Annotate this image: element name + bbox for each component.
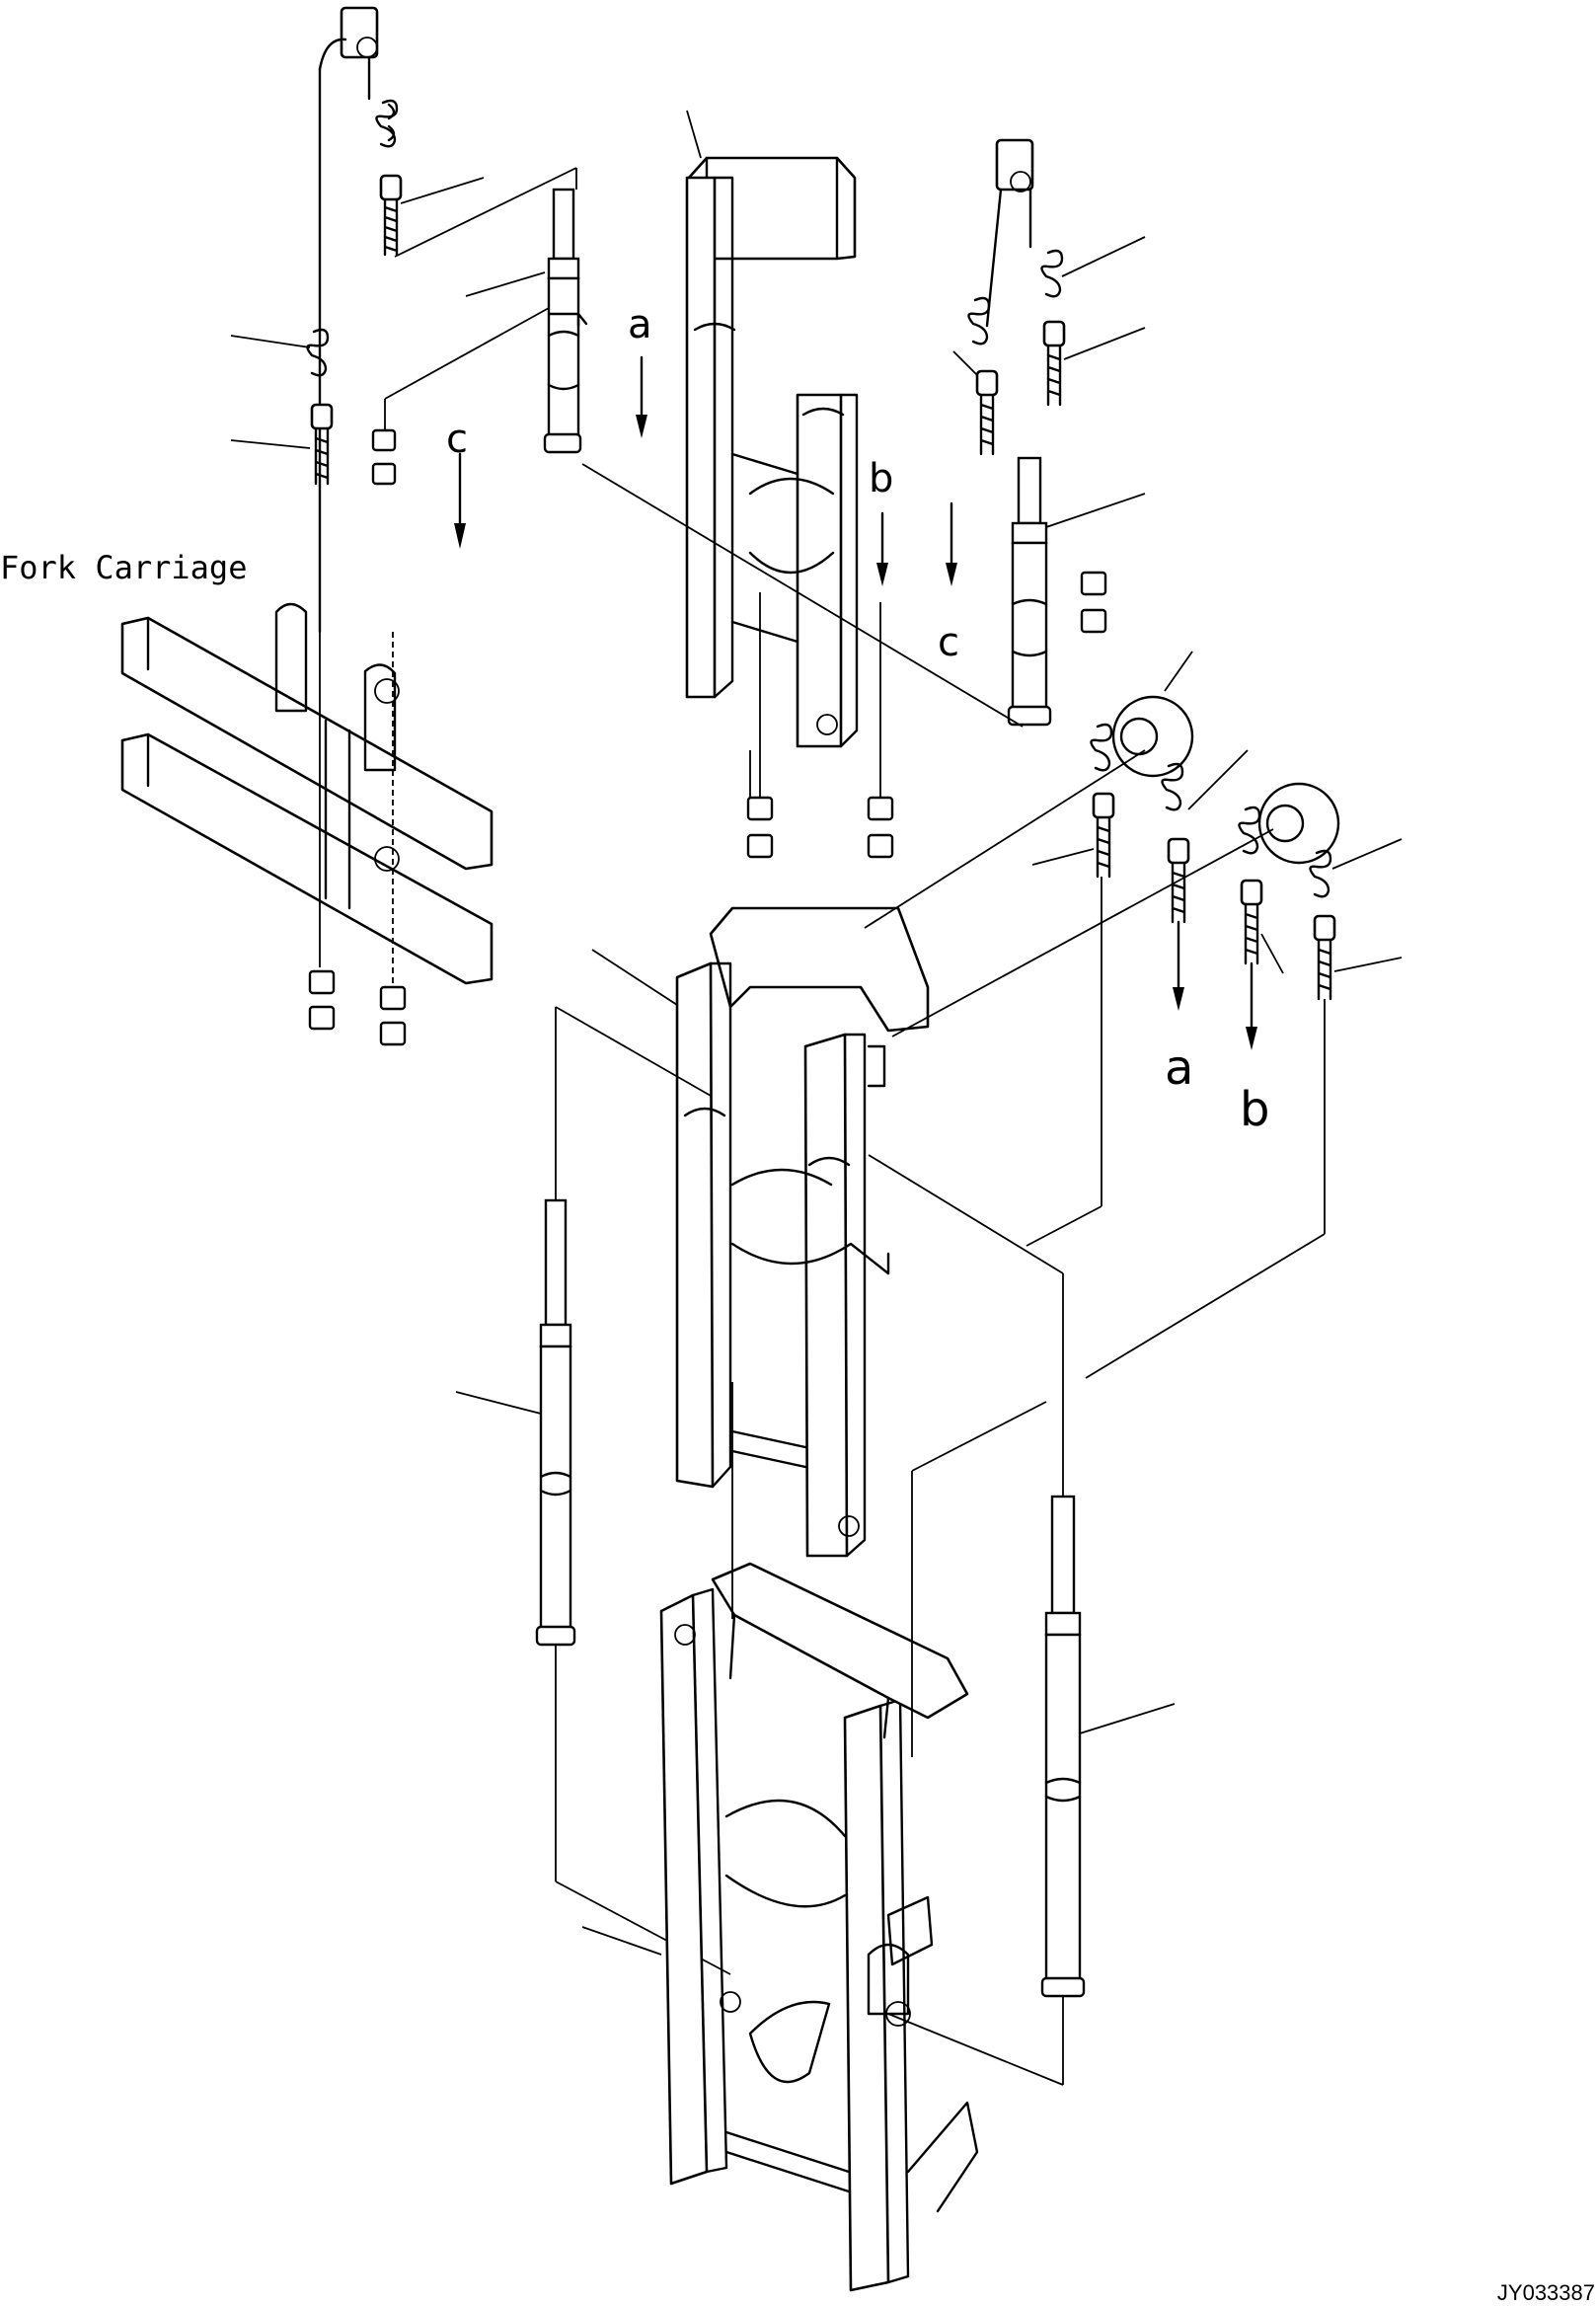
left-mid-chain-link: [230, 328, 330, 377]
right-top-anchor-bolt-2: [952, 350, 999, 456]
right-top-anchor-bolt-1: [1042, 320, 1146, 407]
arrow-a-bottom: a: [1165, 920, 1193, 1096]
right-sheave-2: [1257, 782, 1340, 865]
left-free-lift-cylinder: [394, 167, 588, 454]
right-free-lift-cylinder: [1007, 456, 1146, 727]
fork-carriage: [120, 602, 494, 987]
arrow-c-left: c: [446, 417, 468, 549]
assembly-guide-lines: [581, 463, 1326, 1379]
outer-mast: [581, 1382, 1047, 2292]
arrow-a-top: a: [628, 302, 652, 438]
arrow-b-bottom: b: [1240, 961, 1269, 1137]
right-chain-links: [1090, 723, 1403, 898]
fork-carriage-label: Fork Carriage: [0, 549, 247, 586]
left-top-chain-link: [375, 99, 399, 148]
label-c-right: c: [938, 620, 959, 665]
left-main-lift-cylinder: [455, 1006, 731, 1975]
carriage-nuts: [308, 969, 407, 1046]
label-b-bottom: b: [1240, 1082, 1269, 1137]
right-top-chain-link-1: [1040, 236, 1146, 298]
right-chain-anchor-bolts: [1031, 792, 1403, 1001]
right-top-pulley-assembly: [985, 138, 1034, 328]
inner-mast-nuts: [746, 592, 894, 859]
left-top-anchor-bolt: [379, 174, 485, 257]
label-c-left: c: [446, 417, 468, 462]
left-mid-anchor-bolt: [230, 403, 334, 486]
right-sheave-1: [1111, 651, 1194, 778]
inner-mast-upper: [685, 110, 859, 748]
right-main-lift-cylinder: [868, 1154, 1176, 2086]
drawing-id: JY033387: [1497, 2280, 1595, 2305]
left-washer-nuts: [371, 307, 550, 486]
middle-mast: [591, 906, 930, 1558]
arrow-c-right: c: [938, 501, 959, 665]
label-a-top: a: [628, 302, 652, 347]
right-washer-nuts: [1080, 571, 1107, 634]
right-top-chain-link-2: [967, 296, 991, 346]
label-b-top: b: [869, 456, 893, 501]
label-a-bottom: a: [1165, 1040, 1193, 1096]
arrow-b-top: b: [869, 456, 893, 586]
left-top-pulley-assembly: [318, 6, 379, 634]
